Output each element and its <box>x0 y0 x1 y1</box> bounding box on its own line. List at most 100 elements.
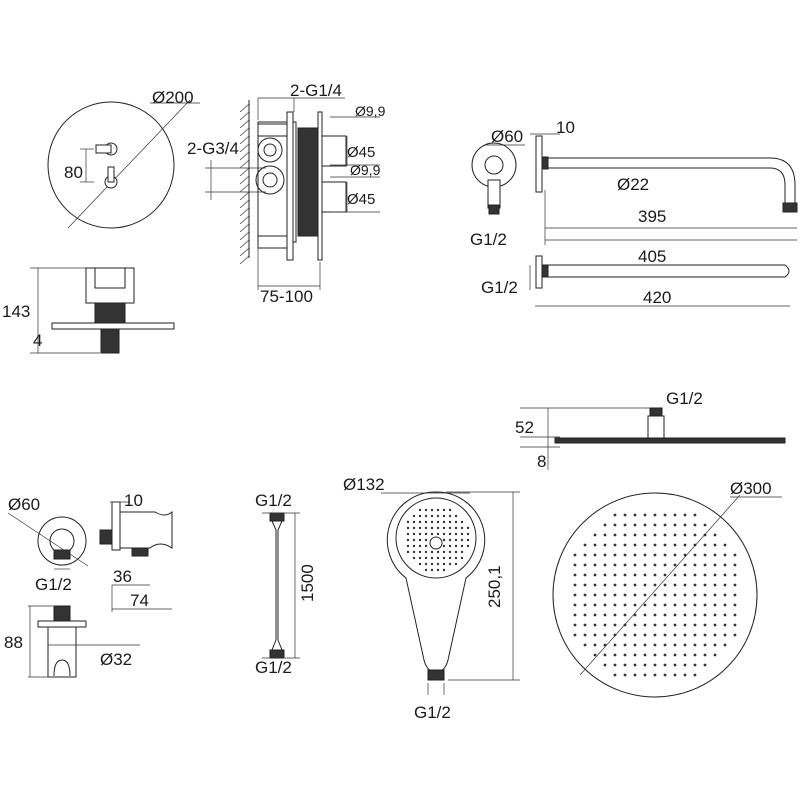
nozzle-dot <box>406 550 410 554</box>
label-spindle-dia-1: Ø9,9 <box>355 103 386 119</box>
nozzle-dot <box>573 633 577 637</box>
nozzle-dot <box>603 563 607 567</box>
nozzle-dot <box>703 643 707 647</box>
shower-arm-curved: Ø60 10 Ø22 G1/2 395 405 <box>470 118 798 266</box>
nozzle-dot <box>418 538 422 542</box>
nozzle-dot <box>693 513 697 517</box>
nozzle-dot <box>593 643 597 647</box>
nozzle-dot <box>593 603 597 607</box>
nozzle-dot <box>454 532 458 536</box>
nozzle-dot <box>693 593 697 597</box>
nozzle-dot <box>603 583 607 587</box>
nozzle-dot <box>703 593 707 597</box>
nozzle-dot <box>623 653 627 657</box>
nozzle-dot <box>466 538 470 542</box>
nozzle-dot <box>442 562 446 566</box>
nozzle-dot <box>643 653 647 657</box>
nozzle-dot <box>613 593 617 597</box>
nozzle-dot <box>723 573 727 577</box>
nozzle-dot <box>663 623 667 627</box>
nozzle-dot <box>633 513 637 517</box>
nozzle-dot <box>693 653 697 657</box>
nozzle-dot <box>454 526 458 530</box>
nozzle-dot <box>693 523 697 527</box>
wall-hatch-line <box>239 255 250 265</box>
nozzle-dot <box>683 533 687 537</box>
nozzle-dot <box>643 673 647 677</box>
nozzle-dot <box>613 563 617 567</box>
nozzle-dot <box>683 643 687 647</box>
nozzle-dot <box>713 553 717 557</box>
nozzle-dot <box>723 563 727 567</box>
nozzle-dot <box>643 633 647 637</box>
nozzle-dot <box>663 613 667 617</box>
nozzle-dot <box>412 520 416 524</box>
nozzle-dot <box>603 573 607 577</box>
nozzle-dot <box>573 593 577 597</box>
nozzle-dot <box>723 593 727 597</box>
label-arm-thread: G1/2 <box>470 230 507 249</box>
nozzle-dot <box>418 508 422 512</box>
label-hose-thread-top: G1/2 <box>255 491 292 510</box>
nozzle-dot <box>406 538 410 542</box>
nozzle-dot <box>412 544 416 548</box>
nozzle-dot <box>663 643 667 647</box>
nozzle-dot <box>448 508 452 512</box>
nozzle-dot <box>442 526 446 530</box>
hand-shower: Ø132 250,1 G1/2 <box>343 475 520 722</box>
nozzle-dot <box>663 553 667 557</box>
nozzle-dot <box>693 663 697 667</box>
nozzle-dot <box>623 623 627 627</box>
nozzle-dot <box>633 573 637 577</box>
nozzle-dot <box>623 513 627 517</box>
wall-hatch-line <box>239 175 250 185</box>
wall-hatch-line <box>239 199 250 209</box>
wall-hatch-line <box>239 103 250 113</box>
nozzle-dot <box>436 568 440 572</box>
nozzle-dot <box>412 538 416 542</box>
nozzle-dot <box>683 523 687 527</box>
nozzle-dot <box>673 643 677 647</box>
nozzle-dot <box>713 653 717 657</box>
nozzle-dot <box>643 513 647 517</box>
nozzle-dot <box>573 603 577 607</box>
nozzle-dot <box>583 543 587 547</box>
nozzle-dot <box>418 532 422 536</box>
nozzle-dot <box>436 514 440 518</box>
label-hand-thread: G1/2 <box>414 703 451 722</box>
nozzle-dot <box>623 543 627 547</box>
nozzle-dot <box>633 603 637 607</box>
valve-face-plate: Ø200 80 <box>47 88 200 229</box>
nozzle-dot <box>653 533 657 537</box>
nozzle-dot <box>673 513 677 517</box>
nozzle-dot <box>683 623 687 627</box>
nozzle-dot <box>643 623 647 627</box>
label-arm-tube-dia: Ø22 <box>617 175 649 194</box>
label-arm-reach-2: 405 <box>638 247 666 266</box>
nozzle-dot <box>713 573 717 577</box>
nozzle-dot <box>448 514 452 518</box>
wall-hatch-line <box>239 159 250 169</box>
nozzle-dot <box>633 553 637 557</box>
nozzle-dot <box>683 543 687 547</box>
nozzle-dot <box>424 514 428 518</box>
nozzle-dot <box>460 532 464 536</box>
nozzle-dot <box>613 643 617 647</box>
nozzle-dot <box>448 520 452 524</box>
mounting-box: 2-G1/4 2-G3/4 Ø9,9 Ø45 Ø9,9 Ø45 75-100 <box>187 81 386 306</box>
nozzle-dot <box>703 653 707 657</box>
label-arm2-thread: G1/2 <box>481 278 518 297</box>
nozzle-dot <box>583 563 587 567</box>
nozzle-dot <box>653 653 657 657</box>
nozzle-dot <box>733 593 737 597</box>
label-outlet-thread: G1/2 <box>35 575 72 594</box>
nozzle-dot <box>418 562 422 566</box>
nozzle-dot <box>633 673 637 677</box>
nozzle-dot <box>643 603 647 607</box>
nozzle-dot <box>454 544 458 548</box>
nozzle-dot <box>613 613 617 617</box>
nozzle-dot <box>723 543 727 547</box>
nozzle-dot <box>673 543 677 547</box>
label-valve-plate: 4 <box>33 331 42 350</box>
nozzle-dot <box>733 623 737 627</box>
